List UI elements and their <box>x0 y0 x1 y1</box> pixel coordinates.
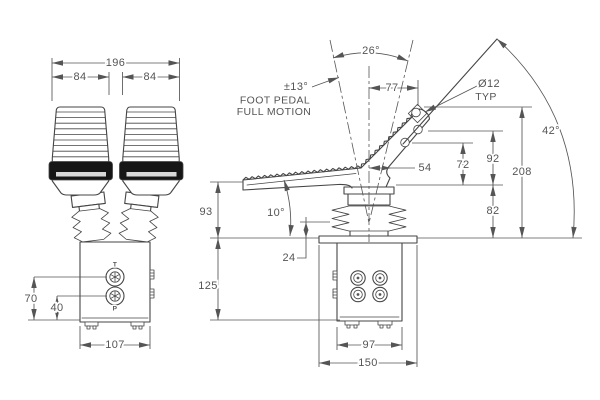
side-body <box>336 242 403 322</box>
right-stem-assembly <box>117 191 162 244</box>
dim-pivot-offset: 77 <box>385 82 398 94</box>
side-body-tabs <box>332 270 338 299</box>
side-feet <box>344 320 393 329</box>
dim-hole-diameter: Ø12 <box>478 78 500 90</box>
side-mount-plate <box>318 235 418 244</box>
dim-body-width: 107 <box>105 339 125 351</box>
side-dimensions: 26° ±13° FOOT PEDAL FULL MOTION 77 Ø12 T… <box>196 38 582 371</box>
port-p-label: P <box>113 306 118 313</box>
left-stem-assembly <box>68 191 113 244</box>
dim-port-p-height: 40 <box>50 302 63 314</box>
dim-port-t-height: 70 <box>24 293 37 305</box>
dim-54: 54 <box>418 162 431 174</box>
hole-2 <box>413 124 423 135</box>
dim-pedal-width-left: 84 <box>73 71 86 83</box>
front-body-tabs <box>149 269 155 299</box>
dim-93: 93 <box>199 206 212 218</box>
dim-hole-qualifier: TYP <box>475 91 497 103</box>
right-pedal <box>118 106 184 196</box>
pivot-pad <box>407 103 428 124</box>
motion-note-line1: FOOT PEDAL <box>240 95 310 107</box>
dim-72: 72 <box>456 159 469 171</box>
port-t-label: T <box>113 262 117 269</box>
dim-rest-angle: 10° <box>267 207 285 219</box>
port-t <box>105 267 125 287</box>
motion-note-line2: FULL MOTION <box>237 106 312 118</box>
pedal-raised-line <box>402 38 498 145</box>
dim-208: 208 <box>512 166 532 178</box>
dim-125: 125 <box>198 280 218 292</box>
dim-full-motion-angle: 26° <box>362 45 380 57</box>
dim-base-width: 150 <box>358 357 378 369</box>
front-feet <box>84 321 145 330</box>
side-view: 26° ±13° FOOT PEDAL FULL MOTION 77 Ø12 T… <box>196 38 582 371</box>
dim-half-motion-angle: ±13° <box>284 81 308 93</box>
dim-pedal-width-right: 84 <box>143 71 156 83</box>
motion-centerlines <box>329 39 414 242</box>
front-dimensions: 196 84 84 70 40 107 <box>23 55 180 353</box>
dim-overall-width: 196 <box>106 57 126 69</box>
front-view: T P 196 84 84 70 40 107 <box>23 55 184 353</box>
dim-max-raise-angle: 42° <box>542 125 560 137</box>
port-p <box>105 286 125 306</box>
hole-1 <box>411 107 421 118</box>
dim-body-depth: 97 <box>362 339 375 351</box>
dim-92: 92 <box>486 153 499 165</box>
dim-24: 24 <box>282 252 295 264</box>
side-ports <box>350 270 388 303</box>
left-pedal <box>48 106 114 196</box>
dim-82: 82 <box>486 205 499 217</box>
